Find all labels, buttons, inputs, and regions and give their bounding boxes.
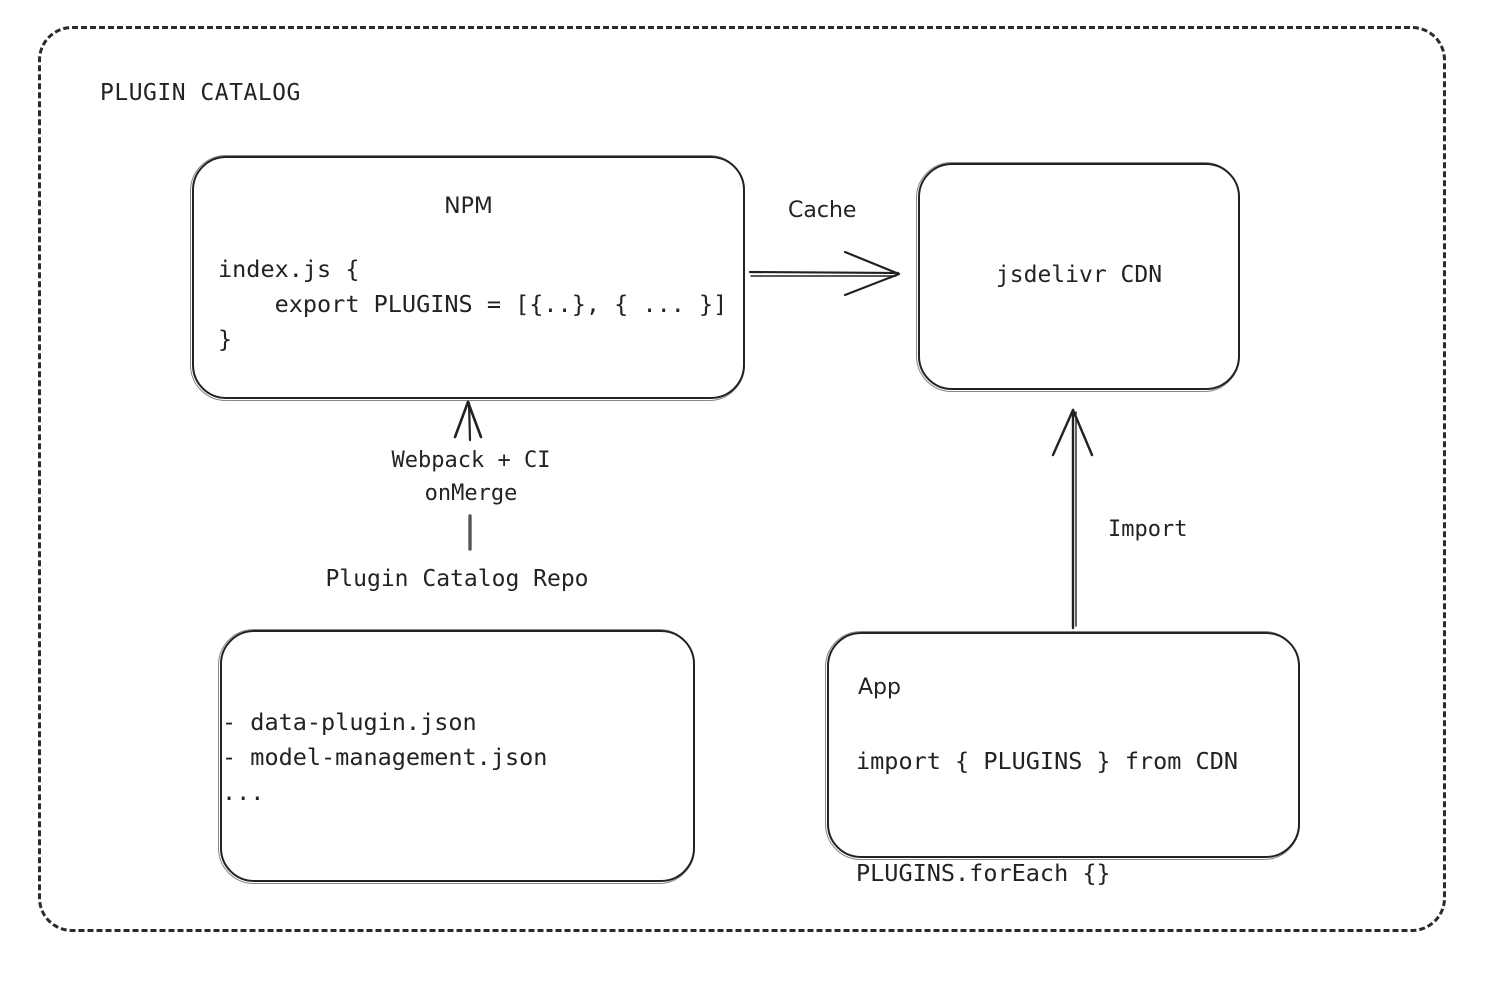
edge-label-webpack-ci: Webpack + CI onMerge	[391, 448, 551, 506]
frame-title: PLUGIN CATALOG	[100, 80, 301, 106]
node-app-title: App	[858, 675, 901, 700]
node-repo-label: Plugin Catalog Repo	[325, 566, 589, 592]
node-app[interactable]	[825, 631, 1300, 860]
edge-label-import: Import	[1108, 517, 1188, 542]
node-repo-code: - data-plugin.json - model-management.js…	[222, 708, 548, 806]
edge-label-cache: Cache	[788, 198, 857, 223]
node-npm[interactable]	[190, 155, 745, 401]
plugin-catalog-frame	[38, 26, 1446, 932]
node-jsdelivr-cdn-title: jsdelivr CDN	[995, 262, 1163, 288]
node-app-code: import { PLUGINS } from CDN PLUGINS.forE…	[856, 747, 1239, 887]
node-npm-code: index.js { export PLUGINS = [{..}, { ...…	[218, 255, 728, 353]
node-plugin-catalog-repo[interactable]	[218, 629, 695, 884]
node-npm-title: NPM	[444, 194, 493, 219]
